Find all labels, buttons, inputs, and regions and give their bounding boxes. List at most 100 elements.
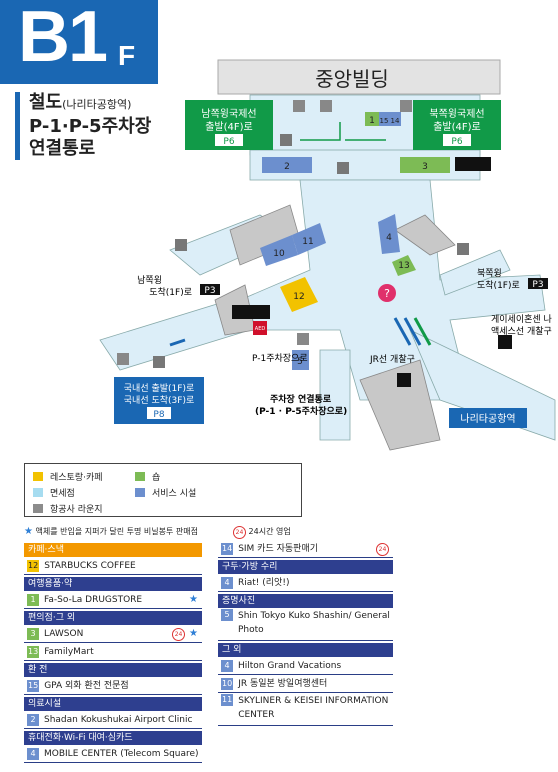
- store-number: 4: [221, 577, 233, 589]
- note-star: ★ 액체를 반입을 지퍼가 달린 투명 비닐봉투 판매점: [24, 526, 198, 537]
- south-arrival-line2: 도착(1F)로: [149, 287, 192, 298]
- parking-p1-label: P-1주차장으로: [252, 352, 308, 364]
- legend-item-dutyfree: 면세점: [33, 486, 75, 499]
- category-header: 휴대전화·Wi-Fi 대여·심카드: [24, 731, 202, 745]
- wing-connection-arrows: [300, 122, 386, 141]
- shop-blocks: [260, 112, 450, 370]
- map-num-4: 4: [386, 233, 392, 243]
- floor-badge-main: B1: [18, 0, 108, 77]
- clock-24h-icon: 24: [172, 627, 186, 641]
- floor-map: 중앙빌딩 남쪽윙국제선 출발(4F)로 P6 북쪽윙국제선 출발(4F)로 P6: [99, 59, 556, 451]
- aed-label: AED: [255, 326, 266, 332]
- north-arrival-tag: P3: [532, 280, 543, 290]
- domestic-line2: 국내선 도착(3F)로: [124, 395, 194, 406]
- map-num-12: 12: [293, 292, 304, 302]
- escalator-icons: [153, 134, 469, 368]
- south-wing-tag-bg: [215, 134, 243, 146]
- station-box[interactable]: [449, 408, 527, 428]
- note-star-text: 액체를 반입을 지퍼가 달린 투명 비닐봉투 판매점: [35, 527, 198, 536]
- category-header: 여행용품·약: [24, 577, 202, 591]
- south-wing-tag: P6: [223, 137, 234, 147]
- jr-gate-label: JR선 개찰구: [369, 354, 415, 365]
- legend-item-service: 서비스 시설: [135, 486, 196, 499]
- note-24: 24 24시간 영업: [233, 526, 291, 539]
- parking-link-line1: 주차장 연결통로: [270, 393, 332, 405]
- legend-swatch: [135, 472, 145, 481]
- store-name: Shadan Kokushukai Airport Clinic: [44, 715, 193, 725]
- legend-swatch: [135, 488, 145, 497]
- elevator-icons: [117, 100, 412, 365]
- info-icon-glyph: ?: [384, 287, 390, 300]
- map-num-13: 13: [398, 261, 409, 271]
- north-arrival-tag-bg: [528, 278, 548, 289]
- store-number: 3: [27, 628, 39, 640]
- legend-label: 서비스 시설: [152, 489, 197, 499]
- category-header: 카페·스낵: [24, 543, 202, 557]
- store-name: FamilyMart: [44, 647, 94, 657]
- building-name: 중앙빌딩: [315, 67, 389, 91]
- legend-item-restaurant: 레스토랑·카페: [33, 470, 103, 483]
- direction-arrows: [169, 317, 432, 347]
- directory-row[interactable]: 4 MOBILE CENTER (Telecom Square): [24, 746, 202, 763]
- aed-icon: [253, 321, 267, 335]
- store-number: 4: [27, 748, 39, 760]
- category-header: 환 전: [24, 663, 202, 677]
- legend-box: 레스토랑·카페 숍 면세점 서비스 시설 항공사 라운지: [24, 463, 302, 517]
- title-line3: 연결통로: [29, 138, 96, 159]
- floor-badge-floor: F: [118, 40, 136, 71]
- parking-link-line2: (P-1 · P-5주차장으로): [255, 405, 347, 417]
- north-wing-line1: 북쪽윙국제선: [429, 108, 484, 120]
- store-number: 11: [221, 694, 234, 706]
- store-number: 5: [221, 609, 233, 621]
- store-name: GPA 외화 환전 전문점: [44, 681, 129, 691]
- title-line1: 철도: [29, 92, 63, 113]
- keisei-line1: 게이세이혼센 나: [491, 313, 552, 325]
- south-arrival-line1: 남쪽윙: [137, 275, 162, 286]
- store-name: JR 동일본 방일여행센터: [238, 679, 328, 689]
- restroom-icons: [232, 157, 512, 387]
- north-wing-tag: P6: [451, 137, 462, 147]
- store-name: Riat! (리앗!): [238, 578, 290, 588]
- store-name: LAWSON: [44, 629, 84, 639]
- legend-label: 레스토랑·카페: [50, 473, 103, 483]
- legend-swatch: [33, 488, 43, 497]
- legend-label: 숍: [152, 473, 161, 483]
- north-arrival-line2: 도착(1F)로: [477, 280, 520, 291]
- south-wing-line2: 출발(4F)로: [205, 121, 253, 133]
- map-num-14: 14: [391, 117, 400, 125]
- category-header: 그 외: [218, 643, 393, 657]
- map-number-labels: 1 15 14 2 3 10 11 4 13 12 5: [273, 116, 428, 367]
- store-number: 1: [27, 594, 39, 606]
- directory-row[interactable]: 15 GPA 외화 환전 전문점: [24, 678, 202, 695]
- map-num-10: 10: [273, 249, 285, 259]
- directory-row[interactable]: 4 Riat! (리앗!): [218, 575, 393, 592]
- north-wing-line2: 출발(4F)로: [433, 121, 481, 133]
- map-num-11: 11: [302, 237, 313, 247]
- store-name: Hilton Grand Vacations: [238, 661, 342, 671]
- store-name: Shin Tokyo Kuko Shashin/ General Photo: [238, 611, 390, 635]
- store-number: 15: [27, 680, 40, 692]
- legend-label: 면세점: [50, 489, 75, 499]
- directory-row[interactable]: 5 Shin Tokyo Kuko Shashin/ General Photo: [218, 609, 393, 641]
- category-header: 구두·가방 수리: [218, 560, 393, 574]
- south-wing-line1: 남쪽윙국제선: [201, 108, 256, 120]
- legend-swatch: [33, 504, 43, 513]
- store-number: 10: [221, 678, 234, 690]
- store-number: 14: [221, 543, 234, 555]
- map-num-5: 5: [297, 357, 303, 367]
- map-num-1: 1: [369, 116, 375, 126]
- map-num-3: 3: [422, 162, 428, 172]
- store-name: MOBILE CENTER (Telecom Square): [44, 749, 199, 759]
- info-icon[interactable]: [378, 284, 396, 302]
- map-num-2: 2: [284, 162, 290, 172]
- directory-row[interactable]: 10 JR 동일본 방일여행센터: [218, 676, 393, 693]
- star-icon: ★: [189, 594, 198, 605]
